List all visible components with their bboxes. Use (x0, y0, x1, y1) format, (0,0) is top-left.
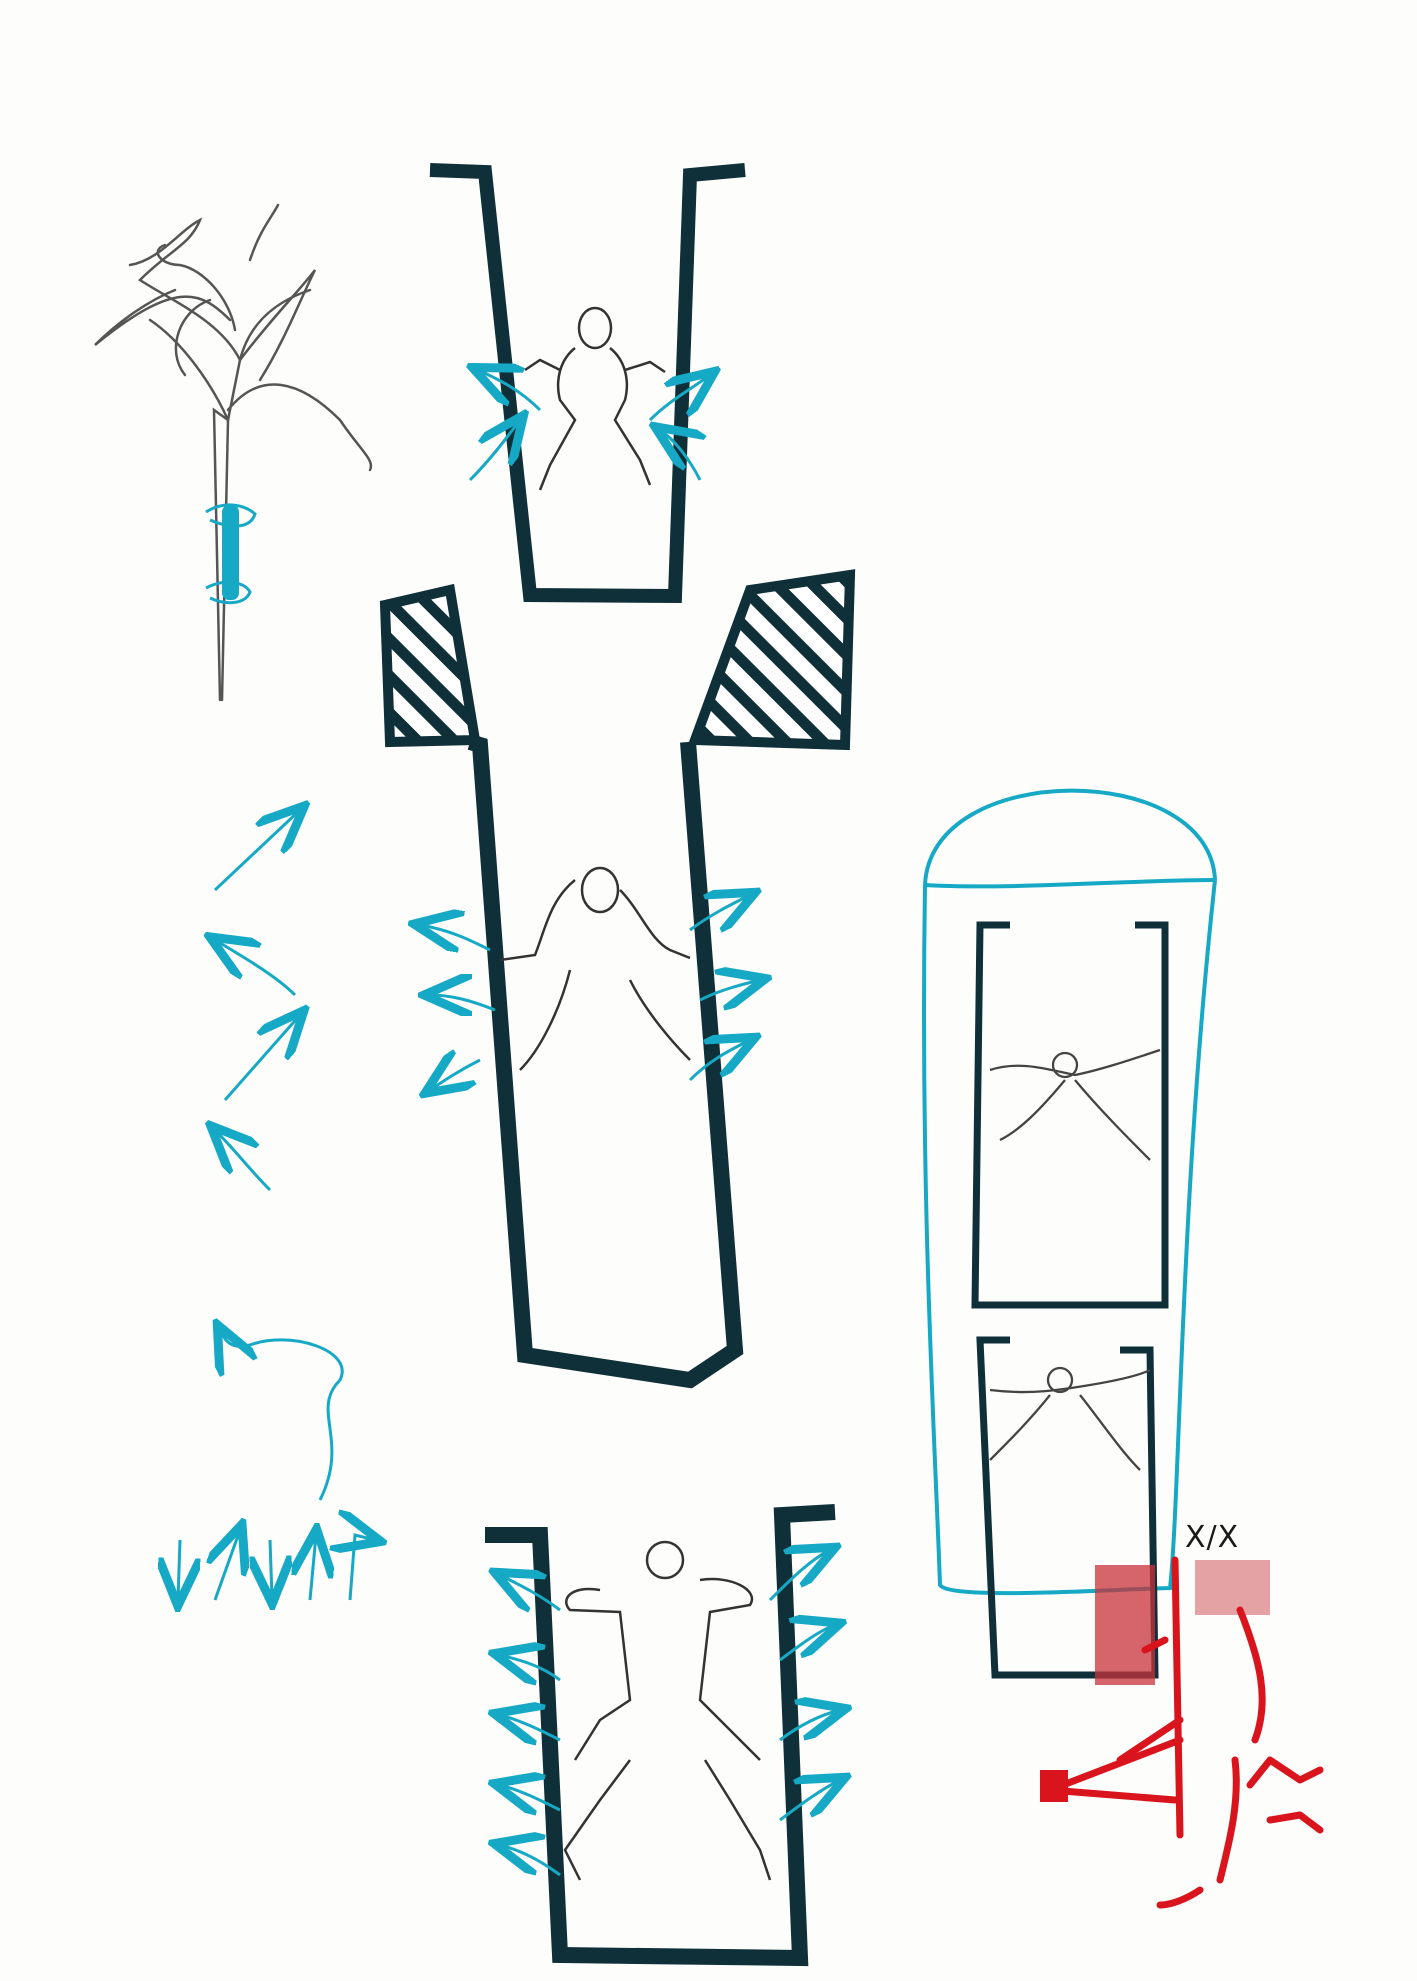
bottom-seated-person-icon (565, 1542, 770, 1880)
red-seat-block (1040, 1770, 1068, 1802)
right-upper-figure-icon (990, 1050, 1160, 1160)
person-figure-icon (525, 308, 665, 490)
middle-shaft-section (385, 575, 850, 1380)
tree-sketch-icon (95, 205, 371, 700)
left-cyan-arrows (215, 810, 342, 1500)
tree-band-icon (206, 505, 255, 603)
bottom-u-section (485, 1512, 835, 1958)
middle-person-figure-icon (500, 868, 690, 1070)
bottom-left-arrow-cluster (178, 1530, 375, 1600)
red-seated-figure-icon (1050, 1560, 1320, 1905)
right-enclosure-outline (924, 791, 1215, 1594)
right-lower-figure-icon (990, 1368, 1150, 1470)
annotation-text: X/X (1185, 1520, 1239, 1555)
right-upper-chamber (975, 925, 1165, 1305)
